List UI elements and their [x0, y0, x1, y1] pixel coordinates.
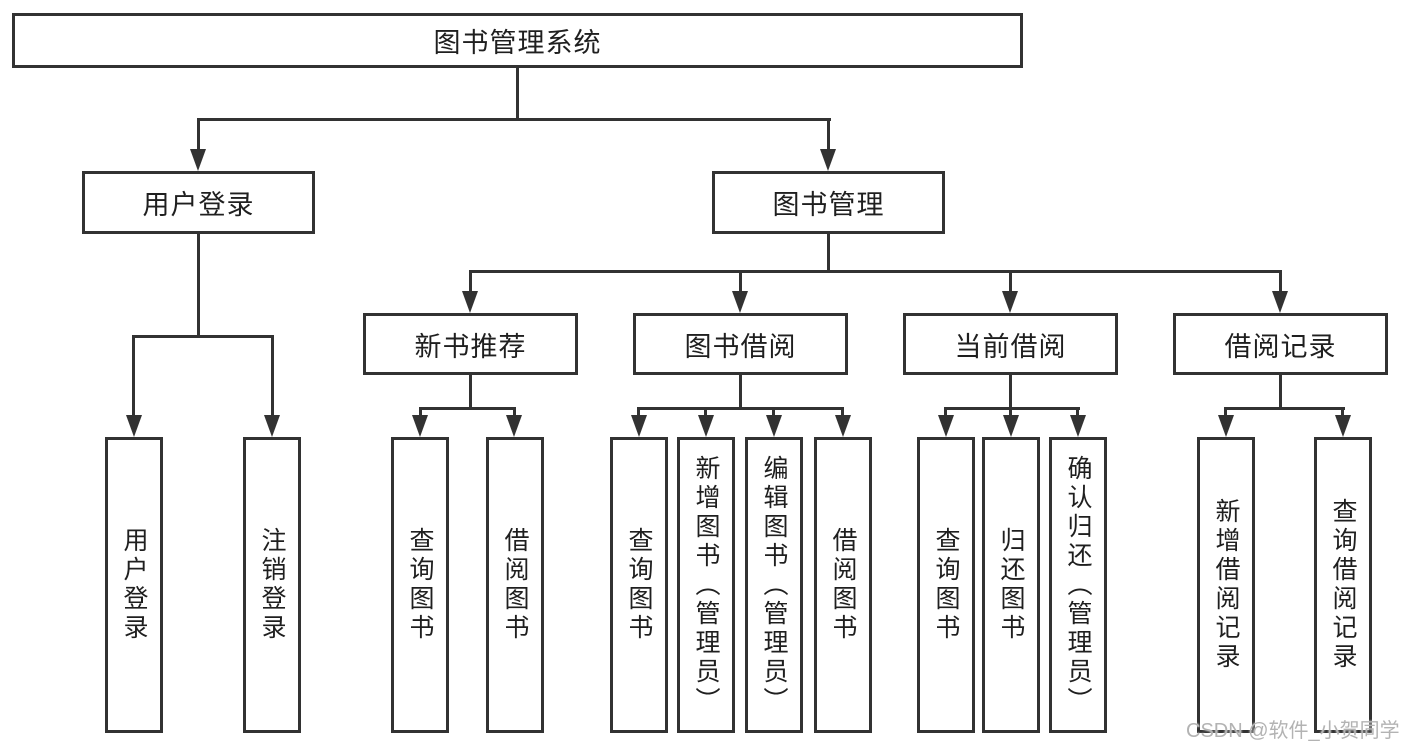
connector-line [637, 407, 844, 410]
node-library-management-system: 图书管理系统 [12, 13, 1023, 68]
connector-line [827, 118, 830, 152]
leaf-edit-book-admin: 编辑图书（管理员） [745, 437, 803, 733]
arrowhead-down-icon [732, 291, 748, 313]
leaf-borrow-books-recommend: 借阅图书 [486, 437, 544, 733]
arrowhead-down-icon [1335, 415, 1351, 437]
leaf-borrow-books: 借阅图书 [814, 437, 872, 733]
connector-line [516, 68, 519, 118]
connector-line [419, 407, 422, 417]
leaf-confirm-return-admin: 确认归还（管理员） [1049, 437, 1107, 733]
connector-line [513, 407, 516, 417]
connector-line [132, 335, 274, 338]
connector-line [197, 234, 200, 335]
connector-line [944, 407, 947, 417]
leaf-query-books-borrow: 查询图书 [610, 437, 668, 733]
connector-line [132, 335, 135, 417]
arrowhead-down-icon [631, 415, 647, 437]
arrowhead-down-icon [1003, 415, 1019, 437]
leaf-query-borrow-record: 查询借阅记录 [1314, 437, 1372, 733]
connector-line [704, 407, 707, 417]
connector-line [637, 407, 640, 417]
node-book-management: 图书管理 [712, 171, 945, 234]
arrowhead-down-icon [835, 415, 851, 437]
arrowhead-down-icon [190, 149, 206, 171]
leaf-user-login: 用户登录 [105, 437, 163, 733]
leaf-add-book-admin: 新增图书（管理员） [677, 437, 735, 733]
arrowhead-down-icon [462, 291, 478, 313]
node-user-login: 用户登录 [82, 171, 315, 234]
connector-line [197, 118, 200, 152]
connector-line [841, 407, 844, 417]
connector-line [772, 407, 775, 417]
arrowhead-down-icon [1002, 291, 1018, 313]
connector-line [739, 270, 742, 293]
connector-line [469, 270, 1281, 273]
arrowhead-down-icon [1272, 291, 1288, 313]
connector-line [469, 375, 472, 407]
connector-line [1009, 407, 1012, 417]
connector-line [944, 407, 1080, 410]
node-new-book-recommendation: 新书推荐 [363, 313, 578, 375]
connector-line [1009, 375, 1012, 407]
leaf-return-books: 归还图书 [982, 437, 1040, 733]
connector-line [827, 234, 830, 270]
connector-line [1076, 407, 1079, 417]
connector-line [1341, 407, 1344, 417]
arrowhead-down-icon [766, 415, 782, 437]
arrowhead-down-icon [1070, 415, 1086, 437]
arrowhead-down-icon [126, 415, 142, 437]
connector-line [469, 270, 472, 293]
arrowhead-down-icon [1218, 415, 1234, 437]
connector-line [1224, 407, 1227, 417]
connector-line [197, 118, 831, 121]
node-book-borrowing: 图书借阅 [633, 313, 848, 375]
arrowhead-down-icon [506, 415, 522, 437]
leaf-logout: 注销登录 [243, 437, 301, 733]
arrowhead-down-icon [938, 415, 954, 437]
connector-line [1224, 407, 1345, 410]
connector-line [739, 375, 742, 407]
arrowhead-down-icon [264, 415, 280, 437]
arrowhead-down-icon [820, 149, 836, 171]
arrowhead-down-icon [698, 415, 714, 437]
leaf-add-borrow-record: 新增借阅记录 [1197, 437, 1255, 733]
arrowhead-down-icon [412, 415, 428, 437]
watermark: CSDN @软件_小贺同学 [1186, 720, 1400, 742]
node-borrowing-records: 借阅记录 [1173, 313, 1388, 375]
connector-line [419, 407, 516, 410]
connector-line [1279, 375, 1282, 407]
node-current-borrowing: 当前借阅 [903, 313, 1118, 375]
leaf-query-books-recommend: 查询图书 [391, 437, 449, 733]
connector-line [1009, 270, 1012, 293]
connector-line [1279, 270, 1282, 293]
connector-line [271, 335, 274, 417]
leaf-query-books-current: 查询图书 [917, 437, 975, 733]
